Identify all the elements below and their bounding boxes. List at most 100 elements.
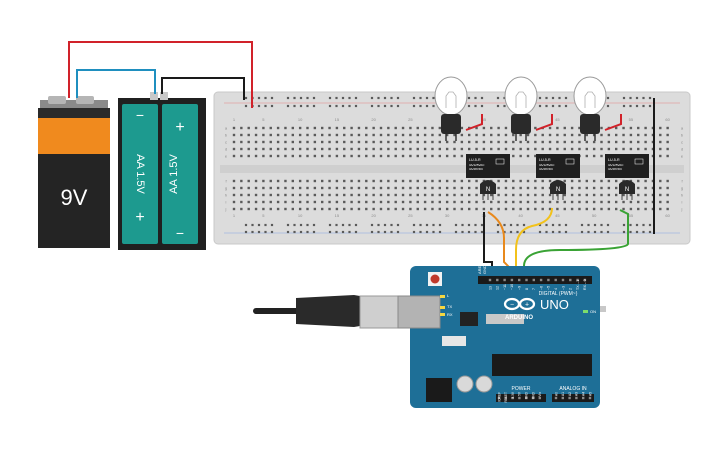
breadboard-holes[interactable] — [232, 96, 669, 234]
rail-hole[interactable] — [370, 230, 374, 234]
rail-hole[interactable] — [635, 223, 639, 227]
breadboard-hole[interactable] — [445, 186, 449, 190]
breadboard-hole[interactable] — [321, 207, 324, 211]
rail-hole[interactable] — [328, 104, 332, 108]
breadboard-hole[interactable] — [490, 126, 493, 130]
breadboard-hole[interactable] — [431, 207, 434, 211]
breadboard-hole[interactable] — [262, 140, 265, 144]
breadboard-hole[interactable] — [556, 133, 559, 137]
breadboard-hole[interactable] — [313, 193, 317, 197]
breadboard-hole[interactable] — [541, 140, 544, 144]
rail-hole[interactable] — [642, 223, 645, 227]
breadboard-hole[interactable] — [629, 207, 633, 211]
breadboard-hole[interactable] — [431, 179, 434, 183]
breadboard-hole[interactable] — [453, 193, 456, 197]
breadboard-hole[interactable] — [607, 186, 611, 190]
rail-hole[interactable] — [293, 104, 296, 108]
breadboard-hole[interactable] — [387, 200, 390, 204]
battery-pack-terminal-1[interactable] — [150, 92, 158, 100]
breadboard-hole[interactable] — [240, 193, 243, 197]
breadboard-hole[interactable] — [453, 140, 456, 144]
rail-hole[interactable] — [522, 230, 526, 234]
arduino-analog-header[interactable] — [552, 394, 594, 402]
breadboard-hole[interactable] — [379, 126, 383, 130]
breadboard-hole[interactable] — [409, 200, 412, 204]
breadboard-hole[interactable] — [269, 133, 272, 137]
breadboard-hole[interactable] — [416, 140, 419, 144]
rail-hole[interactable] — [370, 96, 374, 100]
breadboard-hole[interactable] — [592, 147, 596, 151]
breadboard-hole[interactable] — [350, 200, 353, 204]
breadboard-hole[interactable] — [548, 179, 552, 183]
transistor-body[interactable] — [480, 180, 496, 194]
breadboard-hole[interactable] — [534, 186, 537, 190]
arduino-digital-pin[interactable] — [554, 278, 557, 282]
breadboard-hole[interactable] — [622, 207, 625, 211]
rail-hole[interactable] — [503, 104, 506, 108]
breadboard-hole[interactable] — [284, 193, 287, 197]
breadboard-hole[interactable] — [534, 207, 537, 211]
breadboard-hole[interactable] — [328, 147, 331, 151]
breadboard-hole[interactable] — [298, 179, 302, 183]
rail-hole[interactable] — [629, 223, 632, 227]
breadboard-hole[interactable] — [438, 147, 441, 151]
breadboard-hole[interactable] — [343, 186, 346, 190]
breadboard-hole[interactable] — [321, 147, 324, 151]
rail-hole[interactable] — [335, 230, 338, 234]
breadboard-hole[interactable] — [644, 126, 647, 130]
breadboard-hole[interactable] — [578, 200, 581, 204]
rail-hole[interactable] — [496, 230, 500, 234]
breadboard-hole[interactable] — [556, 147, 559, 151]
breadboard-hole[interactable] — [475, 133, 478, 137]
rail-hole[interactable] — [341, 230, 345, 234]
breadboard-hole[interactable] — [666, 140, 669, 144]
arduino-digital-pin[interactable] — [518, 278, 521, 282]
breadboard-hole[interactable] — [519, 133, 522, 137]
breadboard-hole[interactable] — [409, 126, 412, 130]
breadboard-hole[interactable] — [570, 140, 574, 144]
breadboard-hole[interactable] — [475, 147, 478, 151]
breadboard-hole[interactable] — [240, 179, 243, 183]
breadboard-hole[interactable] — [321, 126, 324, 130]
breadboard-hole[interactable] — [519, 193, 522, 197]
rail-hole[interactable] — [412, 223, 416, 227]
breadboard-hole[interactable] — [409, 140, 412, 144]
breadboard-hole[interactable] — [372, 200, 375, 204]
rail-hole[interactable] — [461, 223, 464, 227]
rail-hole[interactable] — [293, 96, 296, 100]
breadboard-hole[interactable] — [526, 186, 530, 190]
breadboard-hole[interactable] — [401, 179, 405, 183]
breadboard-hole[interactable] — [615, 140, 618, 144]
breadboard-hole[interactable] — [578, 186, 581, 190]
rail-hole[interactable] — [606, 96, 610, 100]
breadboard-hole[interactable] — [637, 147, 640, 151]
arduino-power-pin[interactable] — [497, 396, 501, 400]
breadboard-hole[interactable] — [615, 179, 618, 183]
breadboard-hole[interactable] — [306, 140, 309, 144]
breadboard-hole[interactable] — [637, 186, 640, 190]
breadboard-hole[interactable] — [644, 200, 647, 204]
breadboard-hole[interactable] — [490, 140, 493, 144]
breadboard-hole[interactable] — [578, 133, 581, 137]
breadboard-hole[interactable] — [423, 154, 427, 158]
breadboard-hole[interactable] — [475, 186, 478, 190]
breadboard-hole[interactable] — [232, 140, 236, 144]
breadboard-hole[interactable] — [269, 179, 272, 183]
breadboard-hole[interactable] — [651, 207, 655, 211]
breadboard-hole[interactable] — [548, 133, 552, 137]
breadboard-hole[interactable] — [497, 193, 500, 197]
breadboard-hole[interactable] — [379, 147, 383, 151]
breadboard-hole[interactable] — [365, 179, 368, 183]
rail-hole[interactable] — [264, 230, 267, 234]
breadboard-hole[interactable] — [644, 207, 647, 211]
rail-hole[interactable] — [264, 96, 267, 100]
rail-hole[interactable] — [328, 223, 332, 227]
breadboard-hole[interactable] — [394, 193, 397, 197]
breadboard-hole[interactable] — [379, 133, 383, 137]
breadboard-hole[interactable] — [416, 179, 419, 183]
breadboard-hole[interactable] — [254, 133, 258, 137]
arduino-analog-pin[interactable] — [575, 396, 578, 400]
breadboard-hole[interactable] — [659, 179, 662, 183]
breadboard-hole[interactable] — [570, 193, 574, 197]
breadboard-hole[interactable] — [269, 147, 272, 151]
